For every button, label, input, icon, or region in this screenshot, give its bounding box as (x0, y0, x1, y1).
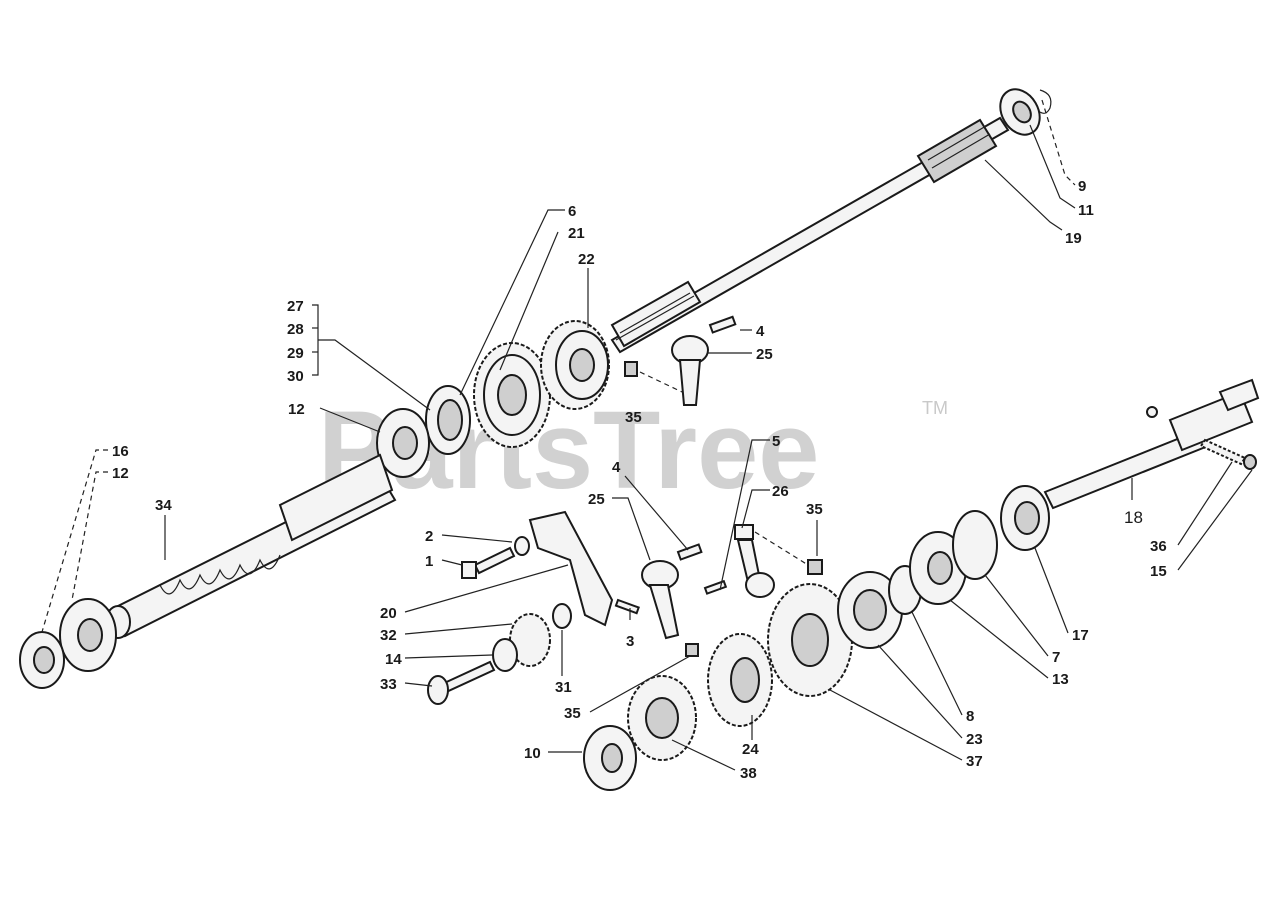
bolt-1 (461, 536, 530, 579)
callout-6: 6 (568, 203, 576, 220)
washer-set-27-30 (425, 385, 471, 455)
callout-4-upper: 4 (756, 323, 765, 340)
bearing-12-upper (376, 408, 430, 478)
callout-17: 17 (1072, 627, 1089, 644)
bracket-20 (528, 510, 614, 627)
callout-13: 13 (1052, 671, 1069, 688)
callout-28: 28 (287, 321, 304, 338)
callout-34: 34 (155, 497, 172, 514)
callout-20: 20 (380, 605, 397, 622)
gear-32 (492, 613, 551, 672)
callout-25-lower: 25 (588, 491, 605, 508)
callout-22: 22 (578, 251, 595, 268)
callout-38: 38 (740, 765, 757, 782)
callout-32: 32 (380, 627, 397, 644)
shift-fork-25-upper (624, 315, 737, 406)
bearing-12-lower (59, 598, 117, 672)
callout-11: 11 (1078, 202, 1094, 219)
snap-ring-9 (1039, 89, 1052, 114)
gear-22 (540, 320, 610, 410)
seal-17 (1000, 485, 1050, 551)
axle-18 (1043, 378, 1260, 510)
callout-12-upper: 12 (288, 401, 305, 418)
leader-lines (41, 99, 1253, 771)
callout-15: 15 (1150, 563, 1167, 580)
callout-7: 7 (1052, 649, 1060, 666)
bearing-11 (999, 88, 1041, 136)
gear-37 (767, 583, 853, 697)
callout-14: 14 (385, 651, 402, 668)
callout-35-upper: 35 (625, 409, 642, 426)
callout-9: 9 (1078, 178, 1086, 195)
callout-1: 1 (425, 553, 433, 570)
washer-31 (552, 603, 572, 629)
callout-27: 27 (287, 298, 304, 315)
callout-31: 31 (555, 679, 572, 696)
callout-23: 23 (966, 731, 983, 748)
hub-23 (837, 571, 903, 649)
callout-36: 36 (1150, 538, 1167, 555)
callout-35-lower: 35 (564, 705, 581, 722)
callout-18: 18 (1124, 508, 1143, 527)
callout-19: 19 (1065, 230, 1082, 247)
watermark-trademark: TM (922, 398, 948, 418)
callout-35-right: 35 (806, 501, 823, 518)
bearing-10 (583, 725, 637, 791)
callout-3: 3 (626, 633, 634, 650)
callout-12-lower: 12 (112, 465, 129, 482)
callout-5: 5 (772, 433, 780, 450)
callout-33: 33 (380, 676, 397, 693)
upper-shaft (610, 116, 1010, 354)
snap-ring-7 (952, 510, 998, 580)
shift-fork-25-lower (641, 543, 703, 657)
callout-24: 24 (742, 741, 759, 758)
gear-38 (627, 675, 697, 761)
callout-10: 10 (524, 745, 541, 762)
callout-4-lower: 4 (612, 459, 621, 476)
callout-26: 26 (772, 483, 789, 500)
bolt-33 (427, 660, 496, 705)
callout-21: 21 (568, 225, 585, 242)
callout-16: 16 (112, 443, 129, 460)
callout-37: 37 (966, 753, 983, 770)
callout-labels: 9 11 19 6 21 22 27 28 29 30 4 25 35 12 1… (112, 178, 1167, 782)
callout-29: 29 (287, 345, 304, 362)
callout-30: 30 (287, 368, 304, 385)
gear-24 (707, 633, 773, 727)
callout-2: 2 (425, 528, 433, 545)
callout-8: 8 (966, 708, 974, 725)
gear-21 (473, 342, 551, 448)
seal-16 (19, 631, 65, 689)
callout-25-upper: 25 (756, 346, 773, 363)
pin-3 (614, 598, 640, 615)
worm-shaft-34 (105, 453, 397, 639)
